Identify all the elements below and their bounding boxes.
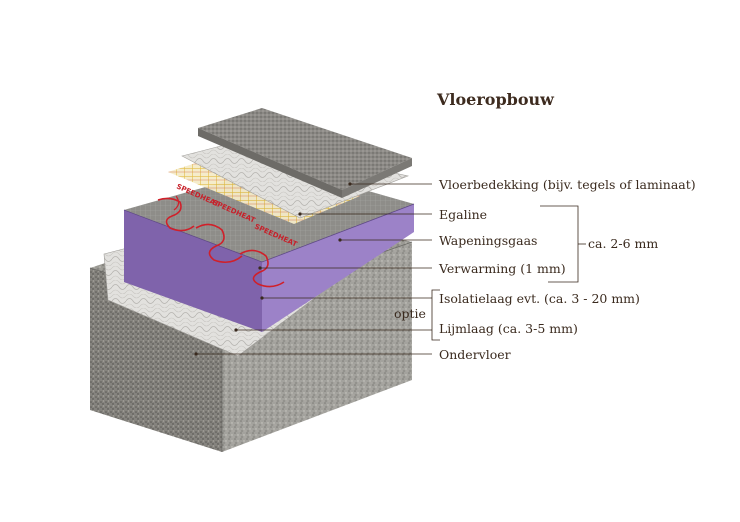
label-insulation: Isolatielaag evt. (ca. 3 - 20 mm) xyxy=(439,291,640,306)
label-heating: Verwarming (1 mm) xyxy=(439,261,566,276)
diagram-title: Vloeropbouw xyxy=(437,90,554,109)
label-thickness-range: ca. 2-6 mm xyxy=(588,236,658,251)
label-option: optie xyxy=(394,306,426,321)
label-leveling: Egaline xyxy=(439,207,487,222)
label-floor-covering: Vloerbedekking (bijv. tegels of laminaat… xyxy=(439,177,696,192)
label-mesh: Wapeningsgaas xyxy=(439,233,537,248)
label-adhesive: Lijmlaag (ca. 3-5 mm) xyxy=(439,321,578,336)
label-subfloor: Ondervloer xyxy=(439,347,511,362)
